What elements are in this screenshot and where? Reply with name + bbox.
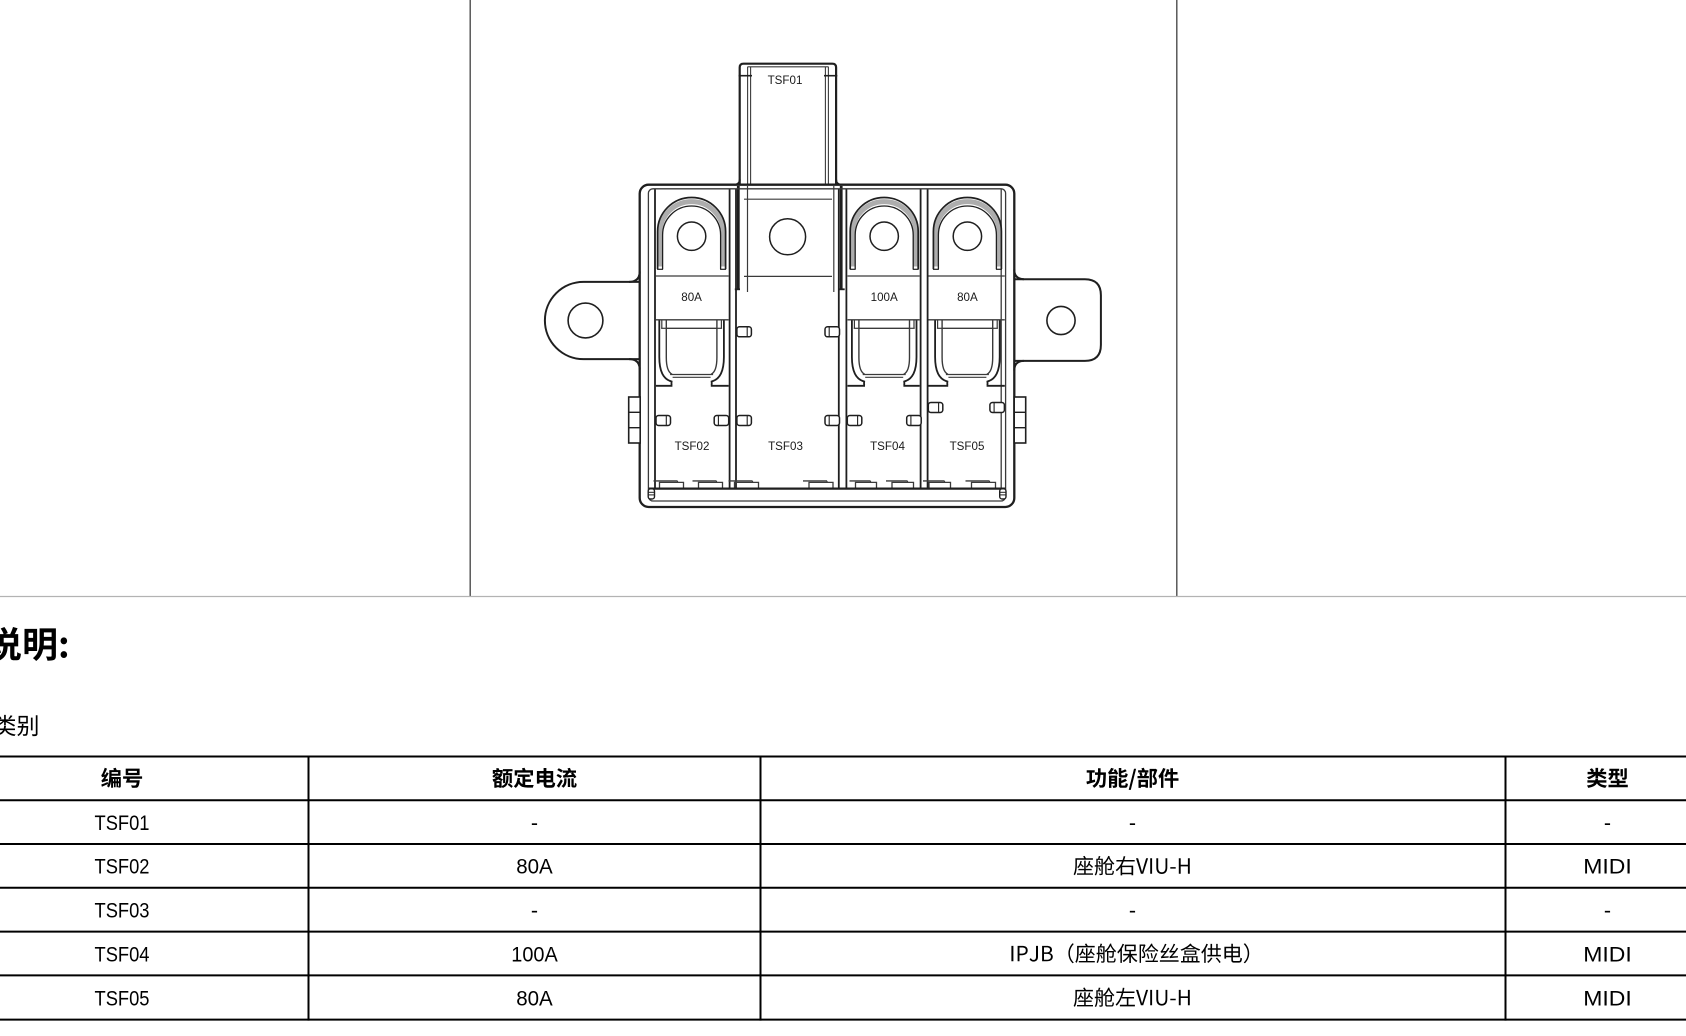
svg-text:MIDI: MIDI	[1583, 855, 1632, 879]
svg-text:TSF01: TSF01	[768, 74, 803, 87]
svg-text:80A: 80A	[516, 986, 553, 1010]
svg-text:-: -	[531, 811, 538, 835]
svg-text:TSF05: TSF05	[95, 986, 150, 1010]
svg-text:TSF04: TSF04	[870, 440, 905, 453]
svg-text:-: -	[1129, 899, 1136, 923]
svg-text:TSF03: TSF03	[95, 899, 150, 923]
svg-text:TSF02: TSF02	[95, 855, 150, 879]
svg-text:MIDI: MIDI	[1583, 942, 1632, 966]
svg-text:100A: 100A	[511, 942, 558, 966]
svg-text:MIDI: MIDI	[1583, 986, 1632, 1010]
svg-text:-: -	[1604, 811, 1611, 835]
svg-text:TSF03: TSF03	[768, 440, 803, 453]
svg-text:TSF04: TSF04	[95, 942, 150, 966]
svg-text:TSF01: TSF01	[95, 811, 150, 835]
svg-text:80A: 80A	[681, 291, 702, 304]
svg-text:80A: 80A	[516, 855, 553, 879]
svg-text:-: -	[1129, 811, 1136, 835]
svg-text:80A: 80A	[957, 291, 978, 304]
svg-text:TSF02: TSF02	[675, 440, 710, 453]
svg-text:TSF05: TSF05	[950, 440, 985, 453]
svg-text:-: -	[1604, 899, 1611, 923]
svg-text:-: -	[531, 899, 538, 923]
svg-text:100A: 100A	[871, 291, 898, 304]
